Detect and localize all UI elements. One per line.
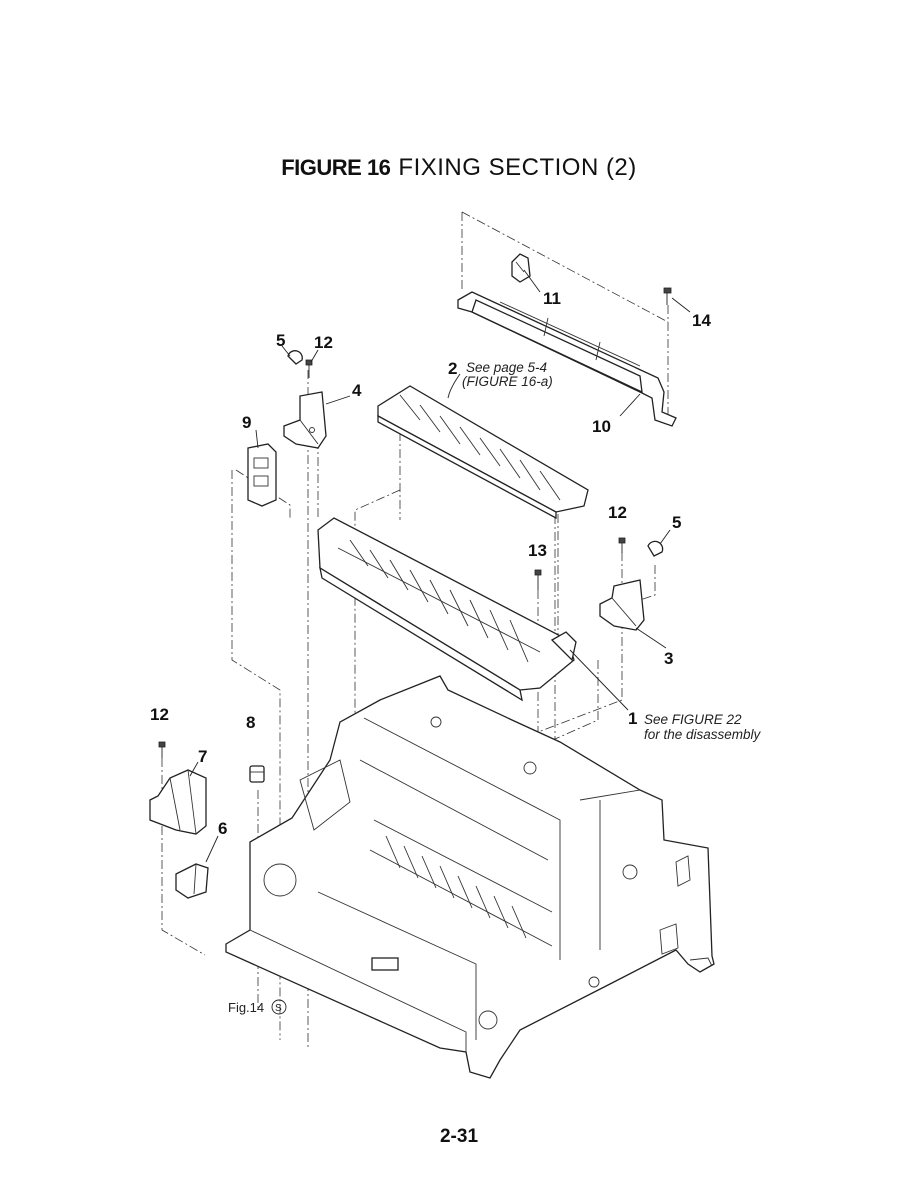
page-number: 2-31 bbox=[439, 1126, 479, 1147]
part-8-knob bbox=[249, 765, 265, 783]
figure-title: FIGURE 16 FIXING SECTION (2) bbox=[0, 154, 918, 182]
part-11-lever bbox=[511, 253, 531, 283]
part-5-clip-left bbox=[287, 350, 303, 365]
part-4-bracket bbox=[283, 391, 327, 449]
part-1-fuser-unit bbox=[317, 517, 577, 702]
part-5-clip-right bbox=[647, 540, 664, 557]
callout-11: 11 bbox=[543, 289, 561, 308]
callout-14: 14 bbox=[692, 311, 711, 330]
figure-reference-mark-circle bbox=[271, 999, 287, 1015]
figure-caption: FIXING SECTION (2) bbox=[398, 154, 637, 181]
part-7-cover bbox=[149, 769, 207, 835]
main-chassis bbox=[225, 675, 715, 1079]
callout-1: 1 bbox=[628, 709, 637, 728]
note-part2-line1: See page 5-4 bbox=[466, 360, 547, 375]
note-part2-line2: (FIGURE 16-a) bbox=[462, 374, 553, 389]
part-2-fixing-cover bbox=[377, 385, 589, 520]
callout-7: 7 bbox=[198, 747, 207, 766]
figure-reference: Fig.14 bbox=[228, 1000, 264, 1015]
callout-5-right: 5 bbox=[672, 513, 681, 532]
part-10-top-bracket bbox=[457, 291, 677, 427]
callout-13: 13 bbox=[528, 541, 547, 560]
note-part1-line1: See FIGURE 22 bbox=[644, 712, 742, 727]
leader-lines bbox=[189, 269, 691, 863]
callout-12-top: 12 bbox=[314, 333, 333, 352]
part-6-latch bbox=[175, 863, 209, 899]
callout-10: 10 bbox=[592, 417, 611, 436]
note-part1-line2: for the disassembly bbox=[644, 727, 762, 742]
figure-reference-mark: S bbox=[275, 1003, 282, 1014]
annotation-notes: See page 5-4 (FIGURE 16-a) See FIGURE 22… bbox=[228, 360, 762, 1015]
callout-9: 9 bbox=[242, 413, 251, 432]
callout-8: 8 bbox=[246, 713, 255, 732]
part-9-side-plate bbox=[247, 443, 277, 507]
part-3-bracket bbox=[599, 579, 645, 631]
part-12-screw-b bbox=[618, 537, 626, 553]
part-14-screw bbox=[663, 287, 672, 305]
part-12-screw-c bbox=[158, 741, 166, 758]
figure-number: FIGURE 16 bbox=[281, 155, 391, 180]
callout-2: 2 bbox=[448, 359, 457, 378]
callout-12-right: 12 bbox=[608, 503, 627, 522]
callout-4: 4 bbox=[352, 381, 362, 400]
callout-6: 6 bbox=[218, 819, 227, 838]
part-13-screw bbox=[534, 569, 542, 590]
callout-3: 3 bbox=[664, 649, 673, 668]
part-12-screw-a bbox=[305, 359, 313, 378]
callout-5-left: 5 bbox=[276, 331, 285, 350]
callout-labels: 11 14 5 12 2 4 10 9 12 5 13 3 1 12 8 7 6 bbox=[150, 289, 711, 838]
callout-12-left: 12 bbox=[150, 705, 169, 724]
